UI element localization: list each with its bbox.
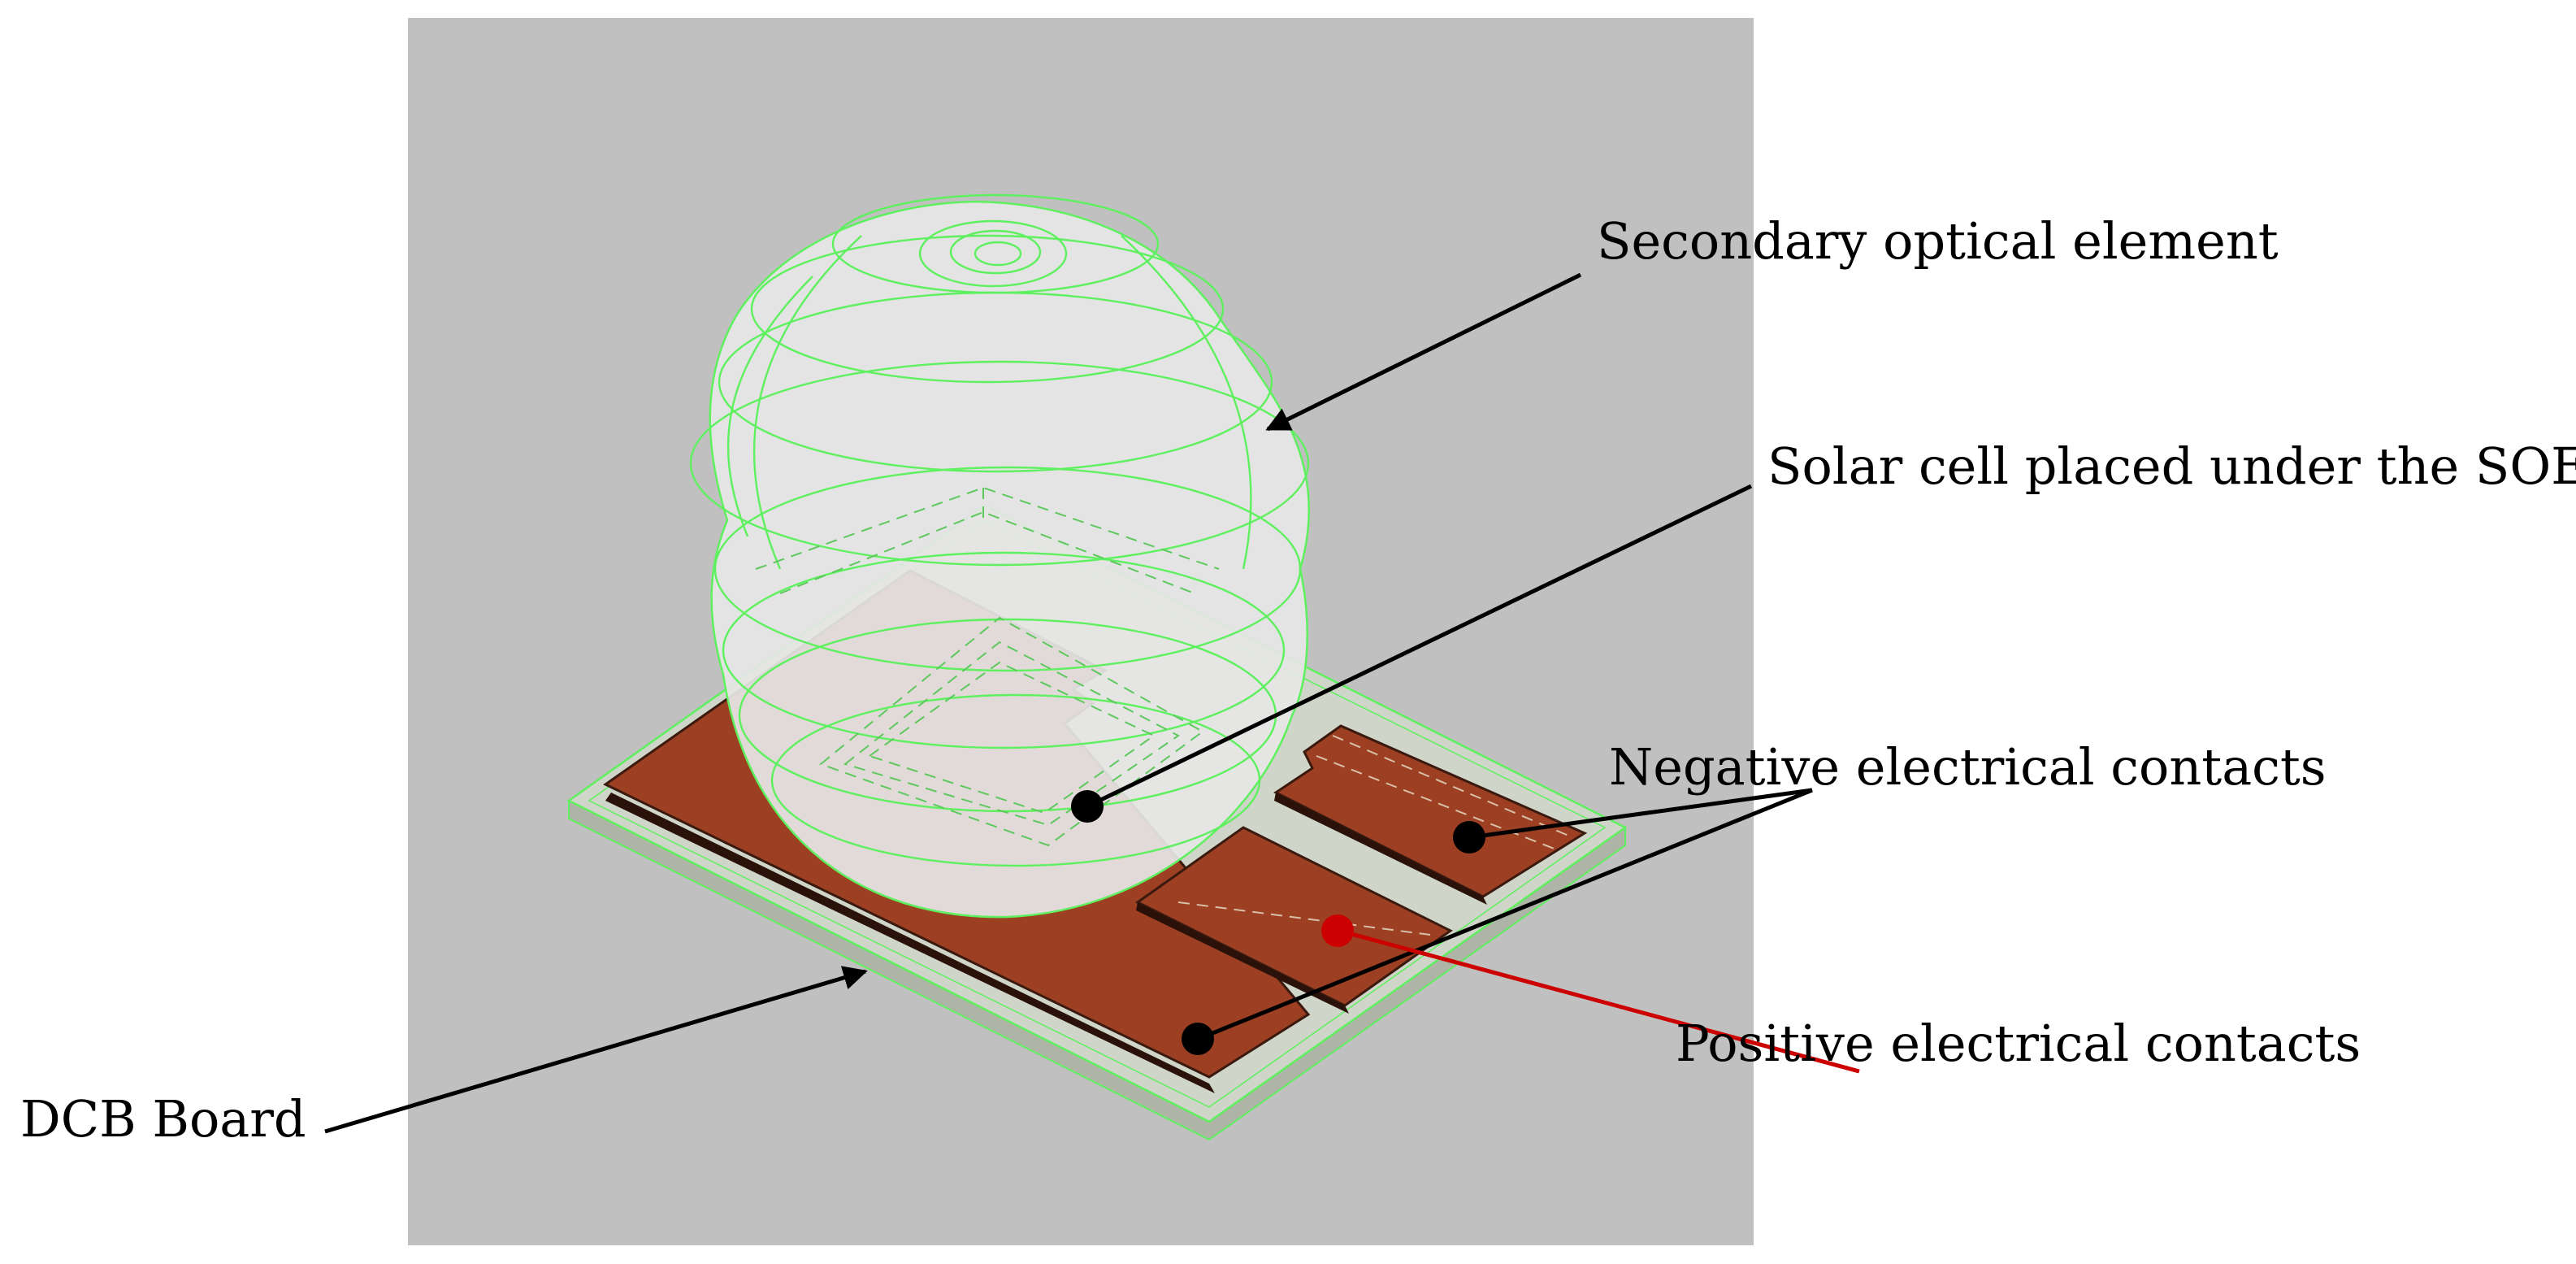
secondary-optical-element (689, 193, 1310, 919)
label-dcb-board: DCB Board (20, 1089, 306, 1149)
label-positive-contacts: Positive electrical contacts (1676, 1014, 2361, 1073)
negative-contact-pointer-line-left (1198, 788, 1813, 1041)
label-solar-cell: Solar cell placed under the SOE (1767, 437, 2576, 496)
negative-contact-pad-right-trim (1274, 793, 1487, 905)
positive-contact-pointer-line (1338, 928, 1860, 1074)
dcb-board-pointer-arrow (324, 966, 868, 1134)
negative-contact-pointer-line-right (1470, 788, 1813, 840)
label-secondary-optical-element: Secondary optical element (1597, 211, 2279, 271)
solar-cell-pointer-line (1086, 484, 1753, 809)
negative-contact-dot-left (1182, 1023, 1214, 1055)
positive-contact-pad-trim (1136, 902, 1349, 1014)
soe-pointer-arrow (1265, 272, 1582, 432)
solar-cell-pointer-dot (1071, 790, 1104, 823)
label-negative-contacts: Negative electrical contacts (1609, 737, 2327, 797)
negative-contact-pad-large-trim (605, 793, 1215, 1093)
negative-contact-dot-right (1453, 821, 1485, 854)
soe-body (709, 200, 1310, 919)
positive-contact-dot (1321, 914, 1354, 947)
